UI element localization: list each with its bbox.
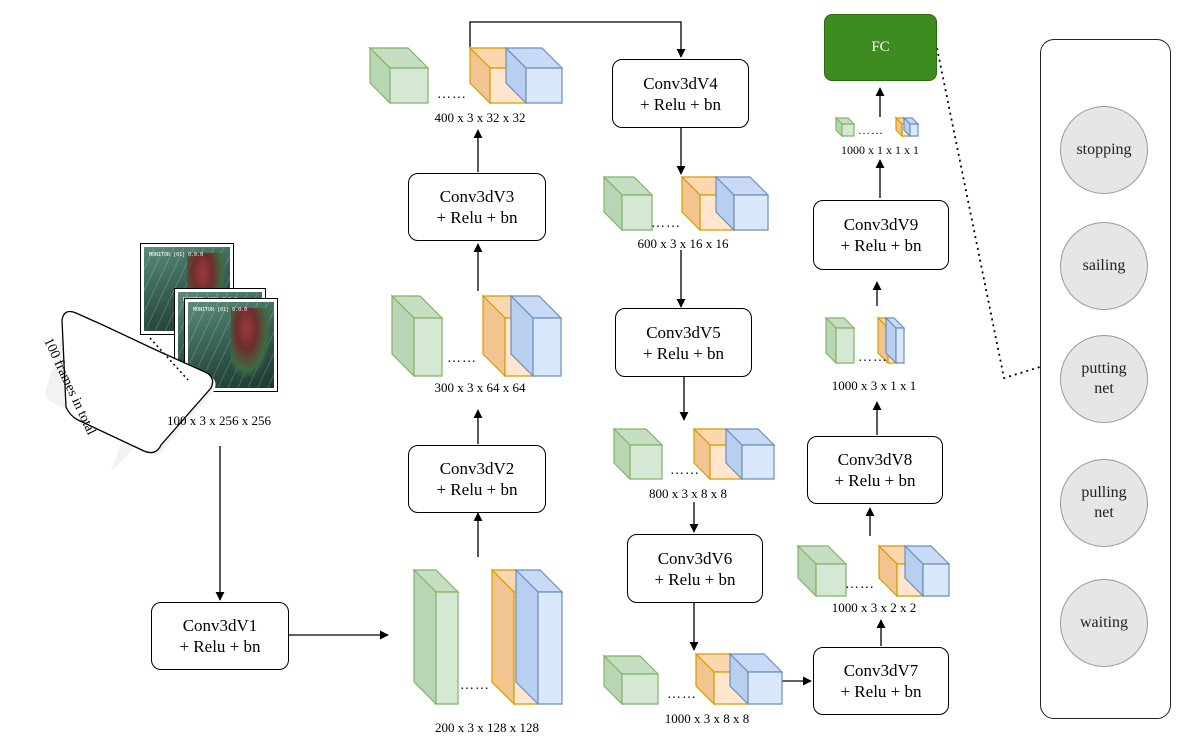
fm3-blue-cube-front [525,67,563,104]
fm1-green-cube [412,568,460,706]
fm4-green-cube-front [621,194,653,231]
ellipsis-7: …… [845,577,875,592]
fm2-green-cube-front [413,317,443,377]
fm1-green-cube-front [435,591,459,705]
flow-arrows [215,21,886,686]
fm7-green-cube-front [815,563,847,597]
conv3dv2-name: Conv3dV2 [439,459,515,478]
conv3dv2-block: Conv3dV2 + Relu + bn [408,445,546,513]
fm2-blue-cube-front [532,317,562,377]
fm1-blue-cube-front [537,591,563,705]
conv3dv4-name: Conv3dV4 [643,73,718,93]
fm2-blue-cube [509,294,563,378]
conv3dv8-name: Conv3dV8 [837,450,913,469]
conv3dv4-block: Conv3dV4 + Relu + bn [612,59,749,128]
fm4-blue-cube [714,175,770,232]
fm4-blue-cube-front [733,194,769,231]
conv3dv5-block: Conv3dV5 + Relu + bn [615,308,752,377]
conv3dv3-suffix: + Relu + bn [436,208,518,227]
feature-dim-1: 200 x 3 x 128 x 128 [435,720,539,735]
conv3dv3-name: Conv3dV3 [439,187,515,206]
fm8-green-cube-front [835,327,855,364]
conv3dv8-suffix: + Relu + bn [834,471,916,490]
feature-dim-2: 300 x 3 x 64 x 64 [434,380,526,395]
feature-dim-7: 1000 x 3 x 2 x 2 [831,600,917,615]
fc-layer: FC [824,14,937,81]
fm1-orange-cube-side [491,568,515,706]
ellipsis-3: …… [437,87,467,102]
conv3dv1-block: Conv3dV1 + Relu + bn [151,602,289,670]
fm3-green-cube [368,46,430,105]
fm7-green-cube [796,544,848,598]
conv3dv5-suffix: + Relu + bn [642,343,725,363]
feature-dim-8: 1000 x 3 x 1 x 1 [831,378,917,393]
fm2-green-cube [390,294,444,378]
fm6-blue-cube [728,652,784,706]
conv3dv9-block: Conv3dV9 + Relu + bn [813,200,949,270]
fm5-green-cube-front [629,444,663,480]
conv3dv8-block: Conv3dV8 + Relu + bn [807,436,943,504]
fc-to-classes-dotted-connector [936,47,1041,380]
fm5-blue-cube [724,427,776,481]
class-stopping: stopping [1060,106,1148,194]
fm9-green-cube [834,116,856,138]
fm6-green-cube-front [621,673,659,705]
ellipsis-2: …… [447,351,477,366]
fm9-green-cube-front [841,123,855,137]
ellipsis-8: …… [858,350,888,365]
ellipsis-6: …… [667,687,697,702]
frames-callout-bubble [45,310,216,472]
fm7-blue-cube [903,544,951,598]
conv3dv5-name: Conv3dV5 [646,322,721,342]
class-waiting: waiting [1060,579,1148,667]
fc-label: FC [871,39,890,55]
fm9-blue-cube-front [909,123,919,137]
fm1-blue-cube [514,568,564,706]
fm3-green-cube-front [389,67,429,104]
feature-dim-9: 1000 x 1 x 1 x 1 [841,143,919,157]
ellipsis-1: …… [460,678,490,693]
feature-dim-6: 1000 x 3 x 8 x 8 [664,711,750,726]
fm1-green-cube-side [413,568,437,706]
conv3dv4-suffix: + Relu + bn [639,94,722,114]
conv3dv6-suffix: + Relu + bn [654,569,736,589]
input-dim-label: 100 x 3 x 256 x 256 [167,413,271,428]
fm6-blue-cube-front [747,671,783,705]
conv3dv1-suffix: + Relu + bn [179,637,261,656]
conv3dv3-block: Conv3dV3 + Relu + bn [408,173,546,241]
fm8-green-cube [824,316,856,365]
class-sailing: sailing [1060,222,1148,310]
fm5-green-cube [612,427,664,481]
conv3dv2-suffix: + Relu + bn [436,480,518,499]
conv3dv6-block: Conv3dV6 + Relu + bn [627,534,763,603]
ellipsis-5: …… [670,463,700,478]
fm6-green-cube [602,654,660,706]
fm1-blue-cube-side [515,568,539,706]
conv3dv9-suffix: + Relu + bn [840,236,922,255]
conv3dv7-suffix: + Relu + bn [840,682,922,701]
ellipsis-9: …… [858,123,884,137]
feature-dim-4: 600 x 3 x 16 x 16 [637,236,729,251]
conv3dv1-name: Conv3dV1 [182,616,258,635]
fm4-green-cube [602,175,654,232]
fm9-blue-cube [902,116,920,138]
conv3dv9-name: Conv3dV9 [843,215,919,234]
ellipsis-4: …… [651,216,681,231]
conv3dv6-name: Conv3dV6 [657,548,733,568]
feature-dim-5: 800 x 3 x 8 x 8 [649,486,727,501]
feature-maps [368,46,951,706]
fm8-blue-cube [884,316,906,365]
fm5-blue-cube-front [741,444,775,480]
fm8-blue-cube-front [895,327,905,364]
conv3dv7-block: Conv3dV7 + Relu + bn [813,647,949,715]
fm3-blue-cube [504,46,564,105]
conv3dv7-name: Conv3dV7 [843,661,919,680]
feature-dim-3: 400 x 3 x 32 x 32 [434,110,526,125]
fm7-blue-cube-front [922,563,950,597]
